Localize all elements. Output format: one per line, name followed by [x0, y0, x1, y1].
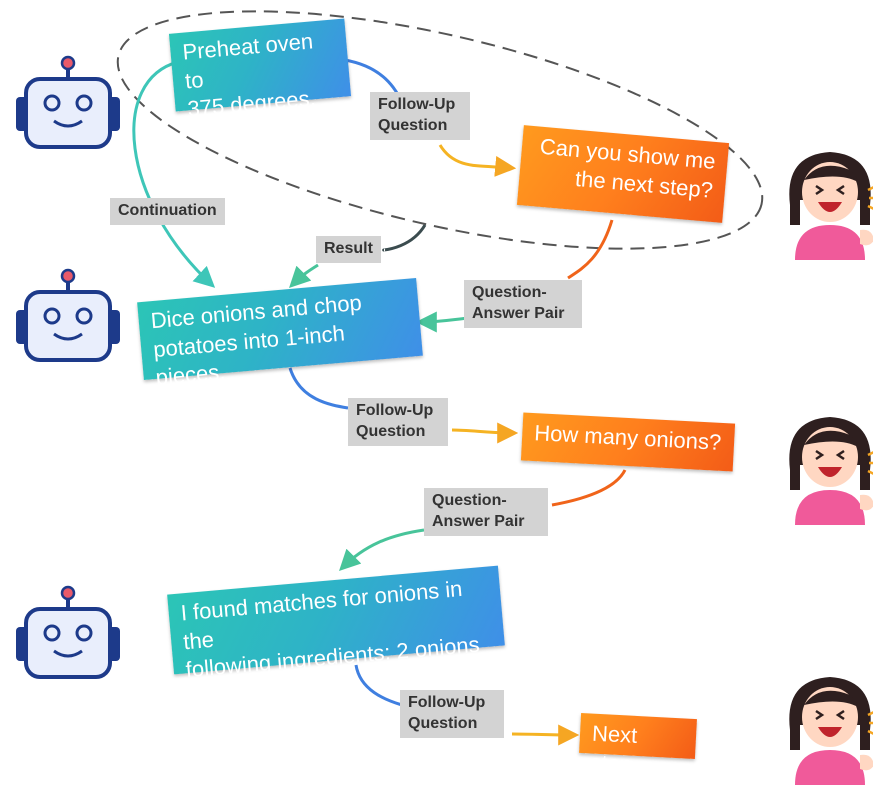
- qa-pair-arrow-1b: [415, 311, 469, 333]
- follow-up-arrow-1b: [438, 144, 517, 177]
- girl-icon: [789, 417, 873, 525]
- label-follow-up-question: Follow-Up Question: [400, 690, 504, 738]
- girl-icon: [789, 677, 873, 785]
- bot-message-1: Preheat oven to 375 degrees.: [168, 18, 352, 122]
- follow-up-arrow-3: [354, 664, 403, 707]
- robot-icon: [16, 585, 120, 679]
- user-message-3: Next step: [579, 712, 697, 776]
- label-follow-up-question: Follow-Up Question: [370, 92, 470, 140]
- continuation-arrow: [132, 60, 216, 288]
- girl-icon: [789, 152, 873, 260]
- follow-up-arrow-2b: [451, 422, 519, 444]
- qa-pair-arrow-2: [551, 469, 627, 507]
- result-arrow-b: [289, 263, 319, 288]
- robot-icon: [16, 55, 120, 149]
- label-follow-up-question: Follow-Up Question: [348, 398, 448, 446]
- label-result: Result: [316, 236, 381, 263]
- label-question-answer-pair: Question- Answer Pair: [424, 488, 548, 536]
- follow-up-arrow-2: [288, 367, 349, 410]
- result-arrow: [382, 224, 427, 252]
- robot-icon: [16, 268, 120, 362]
- grouping-ellipse: [116, 10, 764, 250]
- qa-pair-arrow-2b: [339, 528, 425, 571]
- label-continuation: Continuation: [110, 198, 225, 225]
- qa-pair-arrow-1: [567, 219, 614, 280]
- label-question-answer-pair: Question- Answer Pair: [464, 280, 582, 328]
- follow-up-arrow-3b: [511, 724, 580, 746]
